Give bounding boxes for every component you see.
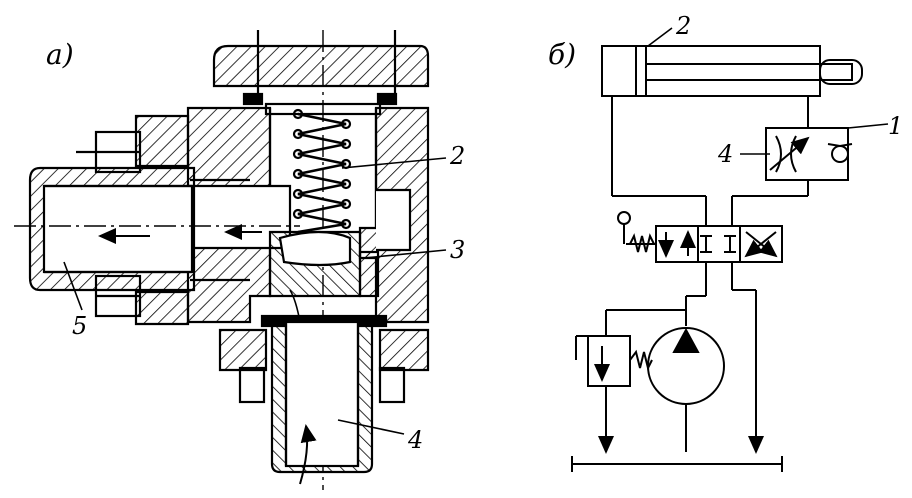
throttle-check-module — [731, 123, 889, 226]
flow-arrows — [98, 224, 317, 485]
callout-b-1: 1 — [888, 112, 903, 140]
left-flange — [76, 114, 190, 326]
callout-a-5: 5 — [72, 312, 87, 340]
panel-b-hydraulic-schematic — [571, 27, 889, 472]
callout-a-3: 3 — [450, 236, 465, 264]
hydraulic-cylinder-2 — [601, 45, 863, 97]
panel-a-section-view — [14, 30, 447, 490]
panel-a-label: а) — [46, 38, 74, 71]
callout-a-4: 4 — [407, 426, 423, 454]
directional-valve — [617, 211, 783, 263]
inlet-pipe-4 — [270, 320, 374, 474]
panel-b-label: б) — [548, 38, 576, 71]
callout-b-4: 4 — [717, 140, 733, 168]
spring-2 — [292, 108, 352, 234]
hydraulic-pump — [647, 327, 725, 452]
tank-line — [571, 456, 783, 472]
relief-valve — [575, 309, 686, 454]
callout-a-2: 2 — [449, 142, 465, 170]
callout-b-2: 2 — [675, 12, 691, 40]
valve-poppet-3 — [268, 230, 380, 298]
leader-lines-a — [63, 157, 447, 435]
